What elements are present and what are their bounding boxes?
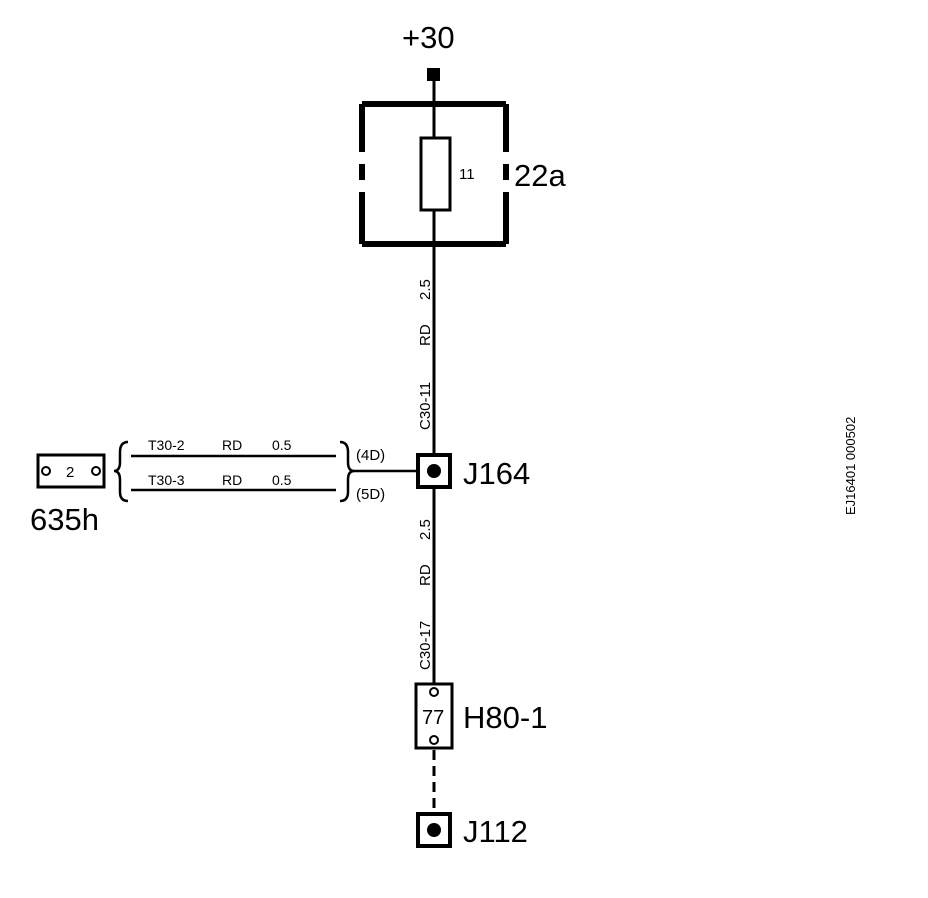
branch-wire-2-color: RD <box>222 472 242 488</box>
connector-635h-pin-left <box>41 466 51 476</box>
wire-upper-labels: C30-11 RD 2.5 <box>417 279 434 430</box>
connector-635h-label: 635h <box>30 502 99 537</box>
wire-lower-color: RD <box>417 564 434 586</box>
branch-wire-2-id: T30-3 <box>148 472 185 488</box>
wire-lower-id: C30-17 <box>417 621 434 670</box>
supply-terminal <box>427 68 440 81</box>
fuse-element <box>419 136 452 212</box>
connector-h80-pin-bottom <box>429 735 439 745</box>
branch-wire-1-id: T30-2 <box>148 437 185 453</box>
wire-upper-size: 2.5 <box>417 279 434 300</box>
j164-dot <box>427 464 441 478</box>
fuse-box-label: 22a <box>514 158 566 193</box>
connector-635h-pin-right <box>91 466 101 476</box>
wire-upper-id: C30-11 <box>417 382 434 430</box>
j164-junction <box>416 453 452 489</box>
fuse-box <box>359 101 509 247</box>
j112-label: J112 <box>463 814 528 849</box>
connector-h80-pin: 77 <box>422 707 444 729</box>
fuse-number: 11 <box>459 166 475 183</box>
right-brace <box>339 440 355 503</box>
wire-lower-size: 2.5 <box>417 519 434 540</box>
j164-label: J164 <box>463 456 530 491</box>
left-brace <box>113 440 129 503</box>
branch-wire-1-size: 0.5 <box>272 437 292 453</box>
connector-h80-pin-top <box>429 687 439 697</box>
branch-wire-1-ref: (4D) <box>356 447 385 464</box>
branch-wire-2-size: 0.5 <box>272 472 292 488</box>
connector-635h-pin: 2 <box>66 464 74 481</box>
j112-dot <box>427 823 441 837</box>
wire-upper-color: RD <box>417 324 434 346</box>
branch-wire-2-ref: (5D) <box>356 486 385 503</box>
supply-label: +30 <box>402 20 455 55</box>
connector-h80-label: H80-1 <box>463 700 547 735</box>
drawing-id: EJ16401 000502 <box>843 417 858 515</box>
branch-wire-1-color: RD <box>222 437 242 453</box>
wire-lower-labels: C30-17 RD 2.5 <box>417 519 434 670</box>
